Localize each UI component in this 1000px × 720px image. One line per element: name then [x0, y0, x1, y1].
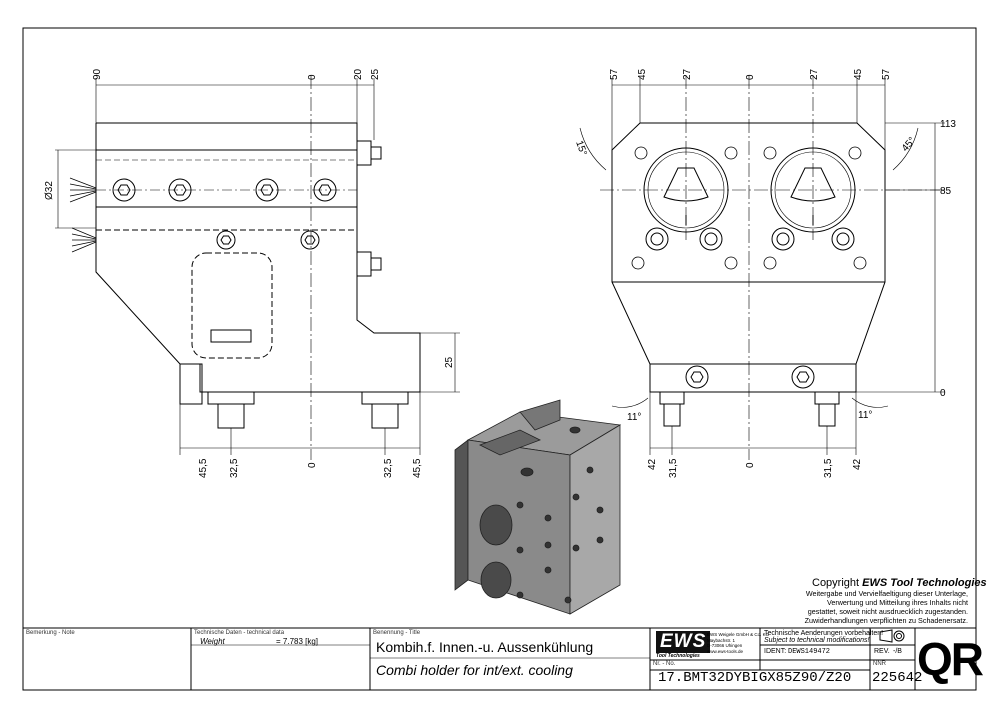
drawing-frame [22, 27, 977, 691]
title-block-grid [23, 627, 976, 690]
rev-value: -/B [893, 648, 902, 655]
part-number: 17.BMT32DYBIGX85Z90/Z20 [658, 670, 852, 686]
ident-label: IDENT: [764, 648, 787, 655]
dim-angle-11-right: 11° [858, 410, 872, 421]
dim-rt-6: 57 [881, 68, 892, 80]
dim-rt-5: 45 [853, 68, 864, 80]
change-notice-de: Technische Aenderungen vorbehalten! [764, 630, 884, 637]
ews-logo: EWS [656, 631, 711, 653]
dim-rt-4: 27 [809, 68, 820, 80]
ews-logo-subtitle: Tool Technologies [656, 653, 700, 659]
dimension-labels: 90 0 20 25 Ø32 25 45,5 32,5 0 32,5 45,5 … [44, 68, 956, 478]
copyright-line: Weitergabe und Vervielfaeltigung dieser … [805, 589, 968, 598]
address-line: EWS Weigele GmbH & Co. KG [707, 632, 770, 637]
dim-lb-4: 45,5 [412, 458, 423, 478]
dim-rs-85: 85 [940, 186, 952, 197]
title-label: Benennung - Title [373, 630, 421, 636]
copyright-prefix: Copyright [812, 577, 863, 589]
dim-left-20: 20 [353, 68, 364, 80]
dim-diameter-32: Ø32 [44, 181, 55, 200]
nnr-label: NNR [873, 661, 886, 667]
dim-rs-113: 113 [940, 119, 956, 130]
ident-value: DEWS149472 [788, 648, 831, 656]
copyright-line: gestattet, soweit nicht ausdruecklich zu… [807, 607, 968, 616]
dim-rt-2: 27 [682, 68, 693, 80]
address-line: D-73066 Uhingen [707, 643, 743, 648]
weight-value: = 7.783 [kg] [276, 637, 319, 646]
dim-rb-4: 42 [852, 458, 863, 470]
title-german: Kombih.f. Innen.-u. Aussenkühlung [376, 639, 594, 655]
dim-rs-0: 0 [940, 388, 946, 399]
dim-lb-0: 45,5 [198, 458, 209, 478]
tech-data-label: Technische Daten - technical data [194, 630, 285, 636]
front-view [579, 75, 945, 460]
title-english: Combi holder for int/ext. cooling [376, 662, 573, 678]
left-side-view [55, 75, 460, 460]
dim-rb-0: 42 [647, 458, 658, 470]
copyright-notice: Weitergabe und Vervielfaeltigung dieser … [805, 589, 968, 625]
dim-rt-0: 57 [609, 68, 620, 80]
dim-angle-11-left: 11° [627, 412, 641, 423]
rev-label: REV. [874, 648, 890, 655]
dim-left-0: 0 [307, 74, 318, 80]
dim-rb-1: 31,5 [668, 458, 679, 478]
dim-angle-15: 15° [573, 139, 589, 157]
dim-left-25-vert: 25 [444, 356, 455, 368]
copyright-line: Verwertung und Mitteilung ihres Inhalts … [826, 598, 968, 607]
drawing-number: 225642 [872, 670, 923, 686]
company-logo-block: EWS Tool Technologies [656, 631, 711, 659]
dim-rt-1: 45 [637, 68, 648, 80]
change-notice-en: Subject to technical modifications! [764, 637, 870, 644]
dim-lb-3: 32,5 [383, 458, 394, 478]
copyright-line: Zuwiderhandlungen verpflichten zu Schade… [804, 616, 968, 625]
dim-left-25: 25 [370, 68, 381, 80]
dim-rb-3: 31,5 [823, 458, 834, 478]
dim-lb-1: 32,5 [229, 458, 240, 478]
remark-label: Bemerkung - Note [26, 630, 75, 636]
copyright-brand: EWS Tool Technologies [862, 577, 987, 589]
dim-rt-3: 0 [745, 74, 756, 80]
company-address: EWS Weigele GmbH & Co. KG Maybachstr. 1 … [707, 632, 769, 654]
address-line: www.ews-tools.de [707, 648, 744, 654]
copyright-title: Copyright EWS Tool Technologies [812, 577, 987, 589]
dim-rb-2: 0 [745, 462, 756, 468]
dim-left-90: 90 [92, 68, 103, 80]
isometric-view [454, 399, 622, 615]
dim-lb-2: 0 [307, 462, 318, 468]
weight-label: Weight [200, 637, 225, 646]
qr-mark: QR [917, 633, 984, 685]
number-label: Nr. - No. [653, 661, 676, 667]
address-line: Maybachstr. 1 [707, 637, 736, 643]
